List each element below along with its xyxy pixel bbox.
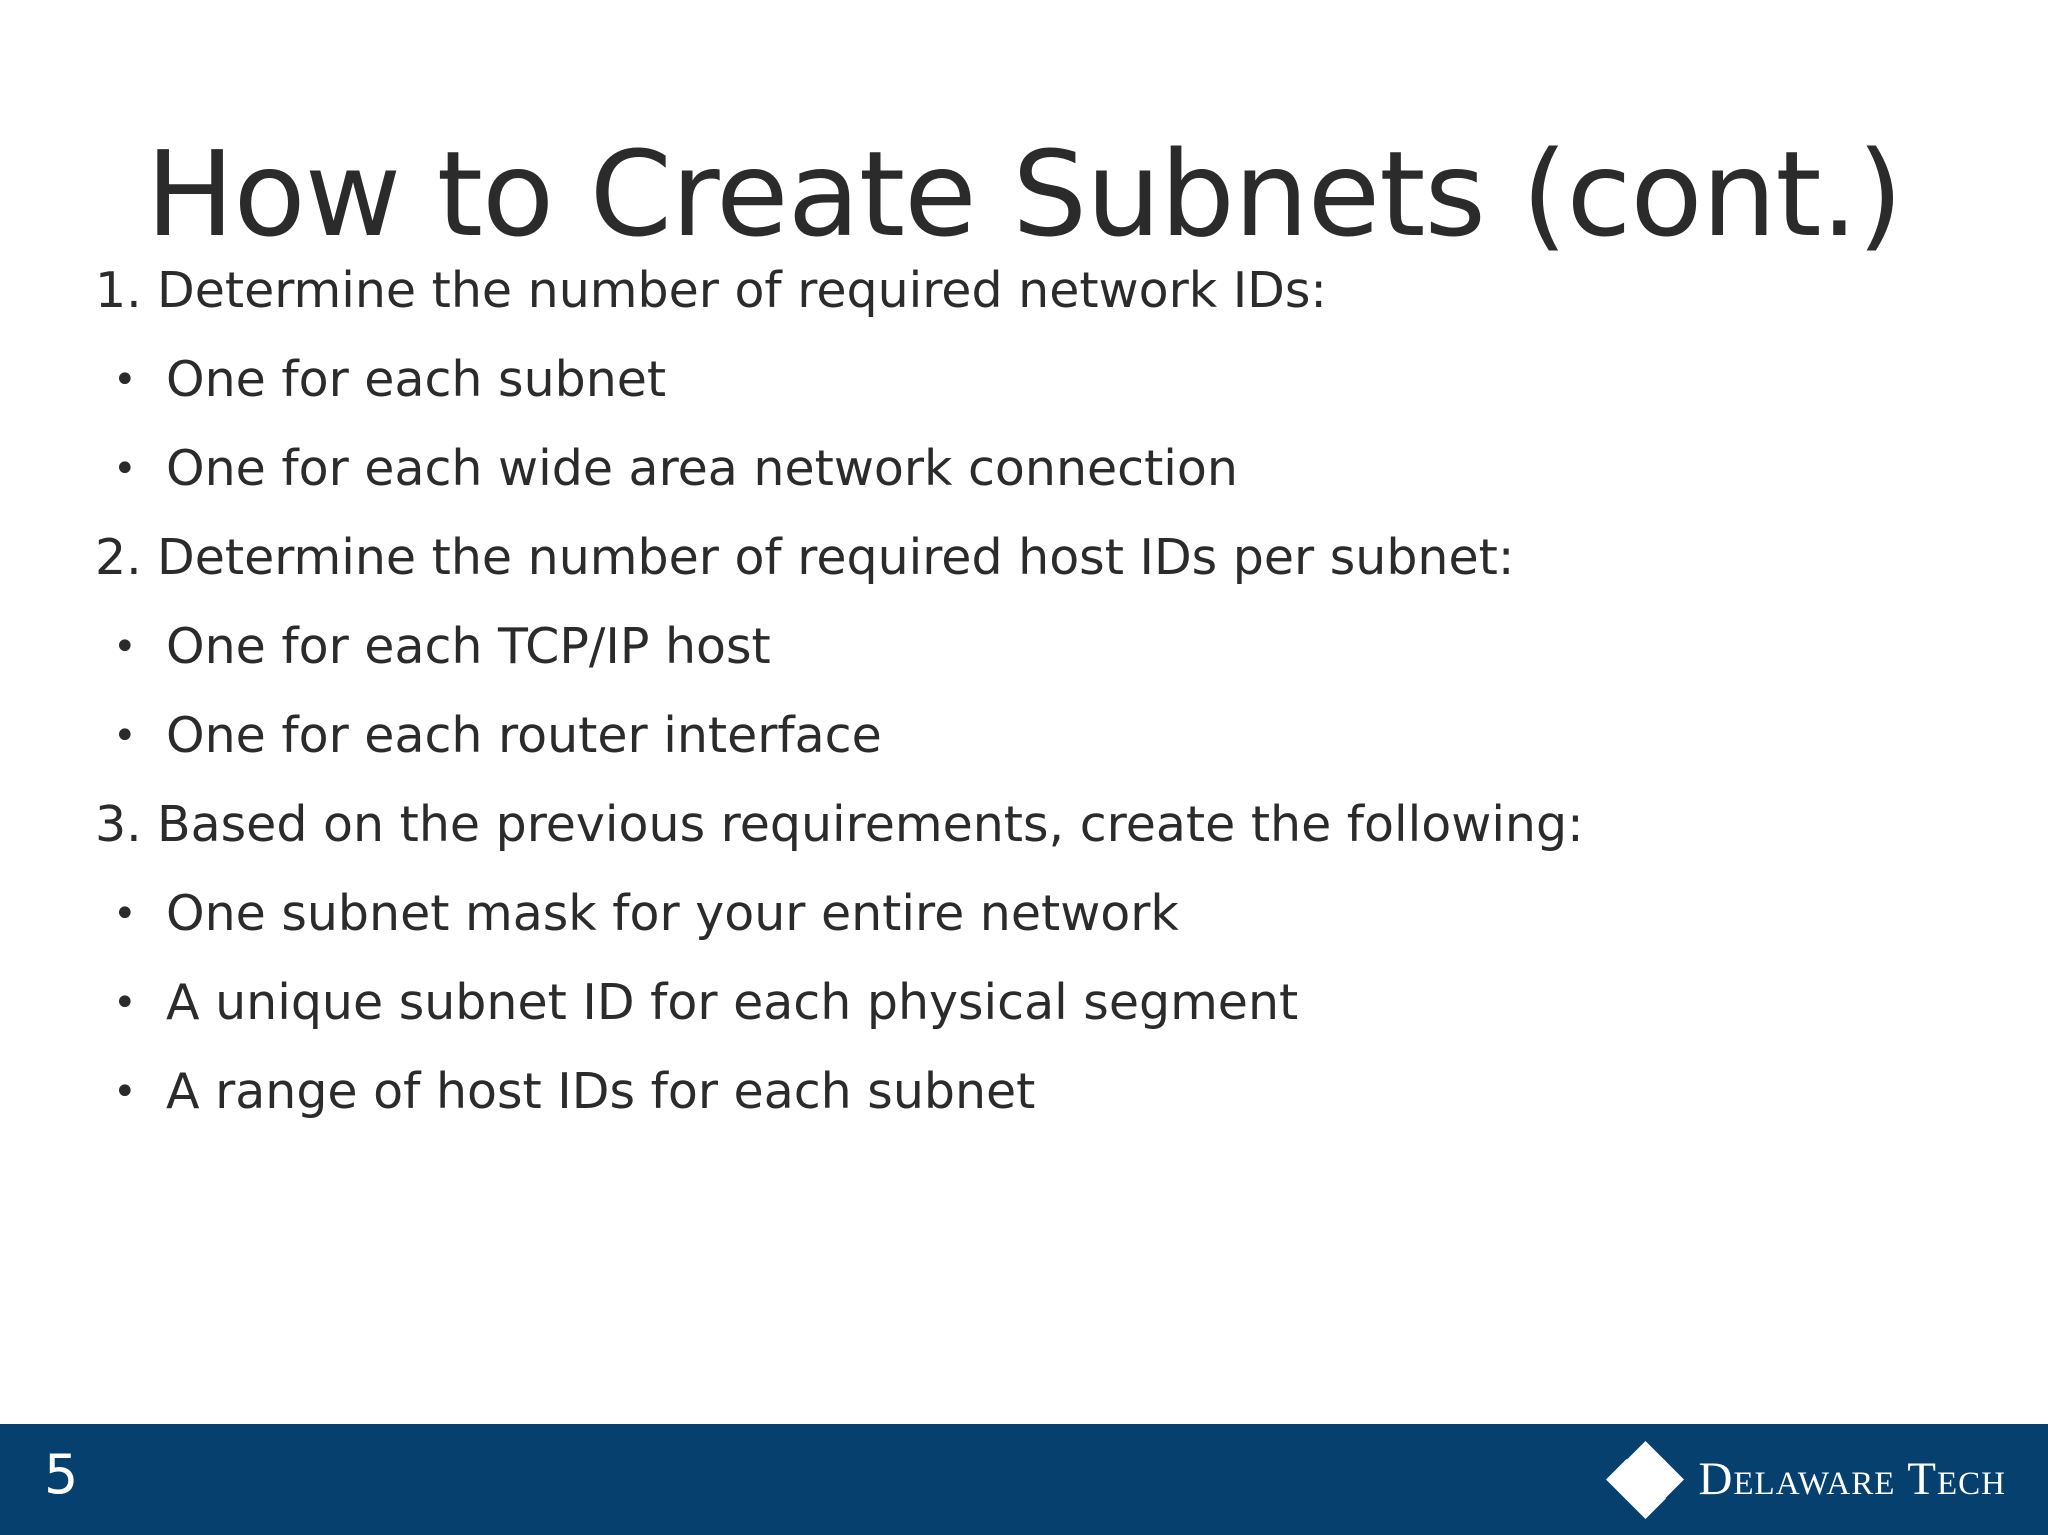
- list-number-marker: 2.: [95, 529, 142, 586]
- bullet-list-item: • A unique subnet ID for each physical se…: [95, 974, 1975, 1063]
- list-item-text: One subnet mask for your entire network: [166, 885, 1179, 942]
- numbered-list-item: 2. Determine the number of required host …: [95, 529, 1975, 618]
- list-item-text: Determine the number of required host ID…: [157, 529, 1515, 586]
- slide-number: 5: [44, 1443, 79, 1506]
- footer-bar: 5 Delaware Tech: [0, 1424, 2048, 1535]
- delaware-tech-logo: Delaware Tech: [1606, 1440, 2006, 1519]
- list-item-text: Based on the previous requirements, crea…: [157, 796, 1584, 853]
- bullet-list-item: • A range of host IDs for each subnet: [95, 1063, 1975, 1152]
- bullet-marker-icon: •: [113, 713, 137, 759]
- list-item-text: A range of host IDs for each subnet: [166, 1063, 1036, 1120]
- bullet-marker-icon: •: [113, 980, 137, 1026]
- list-number-marker: 1.: [95, 262, 142, 319]
- bullet-marker-icon: •: [113, 1069, 137, 1115]
- bullet-marker-icon: •: [113, 357, 137, 403]
- list-item-text: One for each router interface: [166, 707, 882, 764]
- list-number-marker: 3.: [95, 796, 142, 853]
- bullet-list-item: • One for each subnet: [95, 351, 1975, 440]
- bullet-list-item: • One for each TCP/IP host: [95, 618, 1975, 707]
- list-item-text: One for each subnet: [166, 351, 667, 408]
- list-item-text: One for each wide area network connectio…: [166, 440, 1238, 497]
- numbered-list-item: 3. Based on the previous requirements, cr…: [95, 796, 1975, 885]
- four-diamond-logo-icon: [1606, 1440, 1685, 1519]
- bullet-list-item: • One for each wide area network connecti…: [95, 440, 1975, 529]
- bullet-list-item: • One for each router interface: [95, 707, 1975, 796]
- bullet-marker-icon: •: [113, 891, 137, 937]
- bullet-list-item: • One subnet mask for your entire network: [95, 885, 1975, 974]
- bullet-marker-icon: •: [113, 446, 137, 492]
- numbered-list-item: 1. Determine the number of required netwo…: [95, 262, 1975, 351]
- slide-body-list: 1. Determine the number of required netwo…: [95, 262, 1975, 1152]
- bullet-marker-icon: •: [113, 624, 137, 670]
- list-item-text: One for each TCP/IP host: [166, 618, 771, 675]
- page-title: How to Create Subnets (cont.): [145, 125, 1903, 264]
- list-item-text: Determine the number of required network…: [157, 262, 1327, 319]
- list-item-text: A unique subnet ID for each physical seg…: [166, 974, 1299, 1031]
- logo-wordmark: Delaware Tech: [1698, 1453, 2006, 1505]
